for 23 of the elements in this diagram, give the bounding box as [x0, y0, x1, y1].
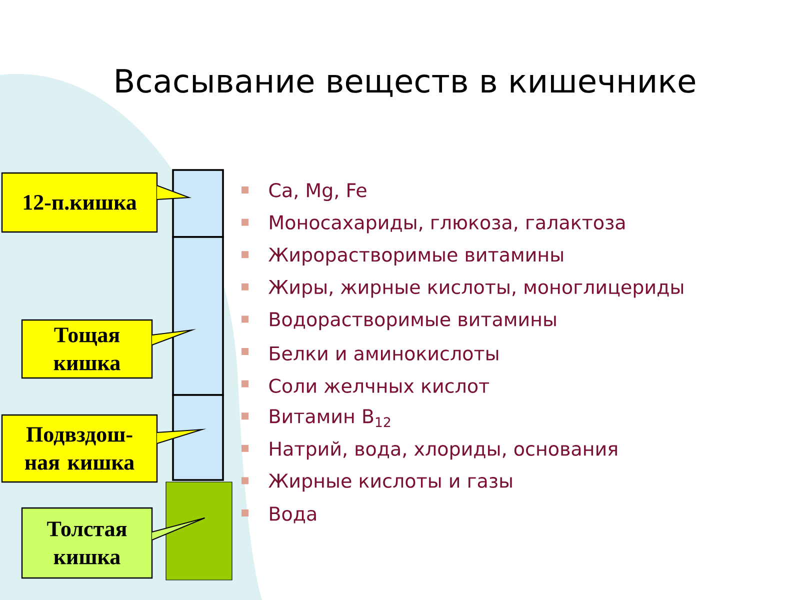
- list-item: Натрий, вода, хлориды, основания: [270, 441, 617, 460]
- list-item: Соли желчных кислот: [269, 378, 490, 393]
- callout-box: 12-п.кишка: [1, 172, 158, 233]
- callout-pointer: [152, 328, 196, 346]
- intestine-segment: [172, 169, 224, 238]
- list-item: Водорастворимые витамины: [270, 312, 556, 330]
- callout-pointer: [156, 428, 206, 444]
- callout-box: Тощая кишка: [21, 319, 153, 379]
- callout-box: Толстая кишка: [21, 507, 153, 579]
- callout-pointer: [152, 518, 206, 540]
- list-item: Белки и аминокислоты: [270, 346, 498, 361]
- list-item: Ca, Mg, Fe: [269, 182, 366, 202]
- list-item: Витамин B$_{12}$: [270, 409, 390, 427]
- list-item: Вода: [270, 506, 316, 524]
- intestine-segment: [172, 394, 224, 481]
- list-item: Жирорастворимые витамины: [268, 248, 563, 266]
- intestine-block: [166, 482, 232, 580]
- title: Всасывание веществ в кишечнике: [116, 69, 696, 97]
- list-item: Моносахариды, глюкоза, галактоза: [270, 215, 625, 234]
- list-item: Жиры, жирные кислоты, моноглицериды: [268, 280, 684, 298]
- callout-pointer: [156, 185, 192, 200]
- callout-box: Подвздош- ная кишка: [1, 414, 158, 483]
- list-item: Жирные кислоты и газы: [268, 474, 512, 492]
